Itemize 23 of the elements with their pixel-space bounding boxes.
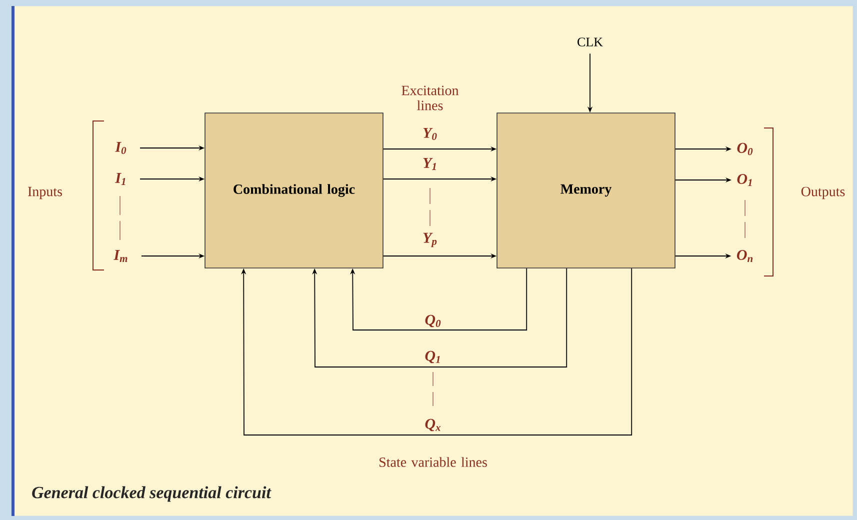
arrow [241, 268, 632, 436]
signal-label: I$_{0}$ [115, 142, 126, 154]
block-box: Memory [496, 112, 676, 268]
text-label: State variable lines [380, 457, 487, 467]
arrow [350, 268, 528, 330]
signal-label: O$_{1}$ [737, 174, 752, 186]
signal-label: CLK [578, 38, 603, 46]
block-box: Combinational logic [204, 112, 384, 268]
signal-label: I$_{m}$ [114, 250, 128, 262]
signal-label: O$_{n}$ [736, 250, 753, 262]
edge-label: Q$_{0}$ [424, 314, 442, 328]
signal-label: O$_{0}$ [737, 142, 753, 156]
edge-label: Y$_{p}$ [422, 232, 438, 248]
signal-label: I$_{1}$ [115, 173, 126, 185]
edge-label: Y$_{0}$ [422, 127, 438, 141]
edge-label: Q$_{1}$ [424, 350, 442, 364]
text-label: Excitation lines [402, 86, 459, 110]
edge-label: Q$_{x}$ [424, 418, 442, 432]
caption: General clocked sequential circuit [32, 486, 272, 502]
arrow [312, 268, 568, 368]
text-label: Inputs [28, 186, 62, 200]
edge-label: Y$_{1}$ [422, 158, 438, 170]
text-label: Outputs [801, 186, 845, 200]
